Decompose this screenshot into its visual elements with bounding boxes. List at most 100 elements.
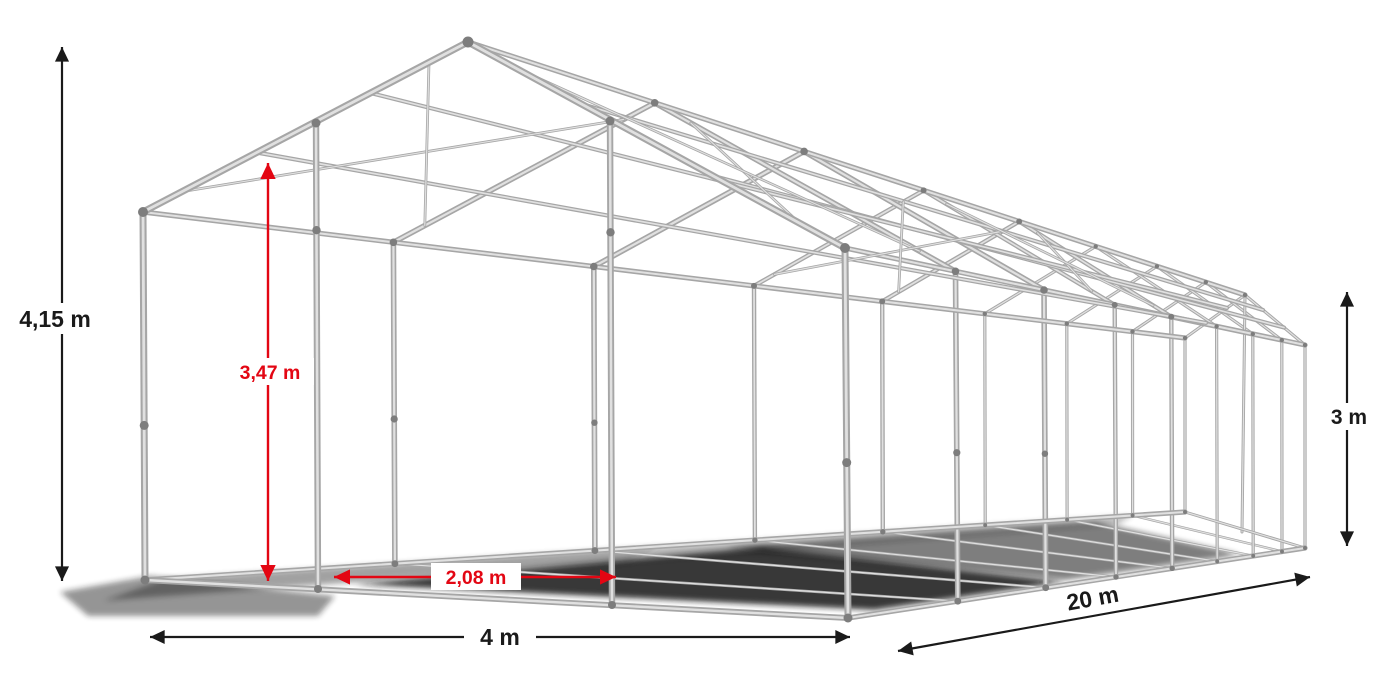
frame-joint <box>880 529 886 535</box>
frame-joint <box>1130 513 1135 518</box>
frame-joint <box>840 243 850 253</box>
frame-tube <box>592 150 806 268</box>
frame-tube <box>881 300 884 533</box>
frame-joint <box>1040 286 1048 294</box>
shadow-shape <box>60 576 335 616</box>
frame-tube <box>1184 511 1306 549</box>
frame-joint <box>953 449 961 457</box>
frame-tube <box>512 66 921 252</box>
frame-tube <box>466 40 847 250</box>
frame-joint <box>650 99 659 107</box>
total-height-label-bg <box>8 303 102 334</box>
frame-joint <box>1183 510 1187 514</box>
frame-joint <box>462 36 474 48</box>
frame-joint <box>389 238 398 247</box>
frame-tube <box>984 524 1218 563</box>
frame-joint <box>1113 574 1119 580</box>
frame-joint <box>1279 337 1285 343</box>
frame-tube <box>314 121 320 591</box>
frame-tube <box>897 201 904 293</box>
frame-joint <box>1065 517 1070 522</box>
width-label-bg <box>464 622 536 652</box>
frame-joint <box>1093 244 1098 249</box>
frame-joint <box>1214 324 1219 329</box>
frame-tube <box>1113 304 1117 578</box>
frame-joint <box>1250 331 1256 337</box>
frame-tube <box>580 102 1264 311</box>
frame-joint <box>1251 553 1256 558</box>
frame-joint <box>1302 342 1308 348</box>
tent-frame-structure <box>138 36 1308 623</box>
frame-joint <box>983 523 988 528</box>
frame-joint <box>314 585 322 593</box>
frame-joint <box>312 226 321 235</box>
frame-tube <box>1131 514 1283 553</box>
frame-tube <box>954 270 959 603</box>
frame-tube <box>1244 294 1306 346</box>
frame-joint <box>752 537 758 543</box>
length-label-bg <box>1052 578 1133 619</box>
frame-tube <box>754 539 1117 578</box>
frame-joint <box>591 547 599 555</box>
width-label: 4 m <box>480 624 520 650</box>
frame-tube <box>466 40 1247 297</box>
frame-joint <box>982 311 987 316</box>
frame-joint <box>1242 292 1248 298</box>
frame-joint <box>842 458 852 468</box>
dimension-width: 4 m <box>150 622 850 652</box>
frame-tube <box>1215 325 1218 563</box>
frame-tube <box>143 578 850 620</box>
dimension-length: 20 m <box>897 572 1311 656</box>
frame-joint <box>590 262 598 271</box>
dimension-total-height: 4,15 m <box>8 47 102 581</box>
frame-joint <box>1169 565 1175 571</box>
dimension-annotations: 4,15 m 3,47 m 2,08 m 4 m <box>8 47 1378 656</box>
frame-joint <box>139 420 149 430</box>
side-height-label-bg <box>1321 403 1378 430</box>
frame-tube <box>843 246 850 620</box>
frame-tube <box>773 230 1004 275</box>
frame-tube <box>843 246 1307 347</box>
frame-joint <box>1215 559 1220 564</box>
frame-joint <box>311 118 321 128</box>
frame-joint <box>954 597 962 605</box>
frame-joint <box>951 267 960 276</box>
frame-tube <box>1156 265 1254 335</box>
frame-joint <box>843 613 853 623</box>
entrance-width-label: 2,08 m <box>446 567 507 589</box>
frame-joint <box>1303 546 1307 550</box>
dimension-inner-height: 3,47 m <box>226 163 314 581</box>
frame-tube <box>392 241 397 565</box>
frame-tube <box>141 40 470 214</box>
frame-joint <box>1203 280 1209 285</box>
frame-joint <box>879 298 886 305</box>
frame-joint <box>591 419 598 426</box>
frame-joint <box>140 575 150 585</box>
frame-tube <box>592 265 597 552</box>
frame-joint <box>606 228 615 237</box>
shadow-shape <box>635 515 1133 561</box>
side-height-label: 3 m <box>1331 406 1367 429</box>
frame-joint <box>391 560 399 568</box>
frame-tube <box>1066 519 1254 557</box>
dimension-side-height: 3 m <box>1321 292 1378 546</box>
frame-joint <box>1016 218 1023 225</box>
inner-height-label-bg <box>226 358 314 385</box>
length-arrow <box>897 572 1311 656</box>
frame-tube <box>1095 245 1218 328</box>
frame-tube <box>369 92 1228 309</box>
entrance-width-label-bg <box>431 563 521 590</box>
frame-tube <box>1170 315 1174 570</box>
frame-joint <box>605 116 615 126</box>
dimension-entrance-width: 2,08 m <box>334 563 616 590</box>
frame-joint <box>1064 321 1070 326</box>
frame-joint <box>1280 549 1284 554</box>
frame-joint <box>1042 584 1050 592</box>
frame-joint <box>608 601 616 609</box>
frame-joint <box>1130 329 1135 334</box>
frame-joint <box>1111 301 1118 308</box>
frame-joint <box>920 187 927 194</box>
total-height-label: 4,15 m <box>19 306 91 332</box>
frame-tube <box>753 285 756 541</box>
